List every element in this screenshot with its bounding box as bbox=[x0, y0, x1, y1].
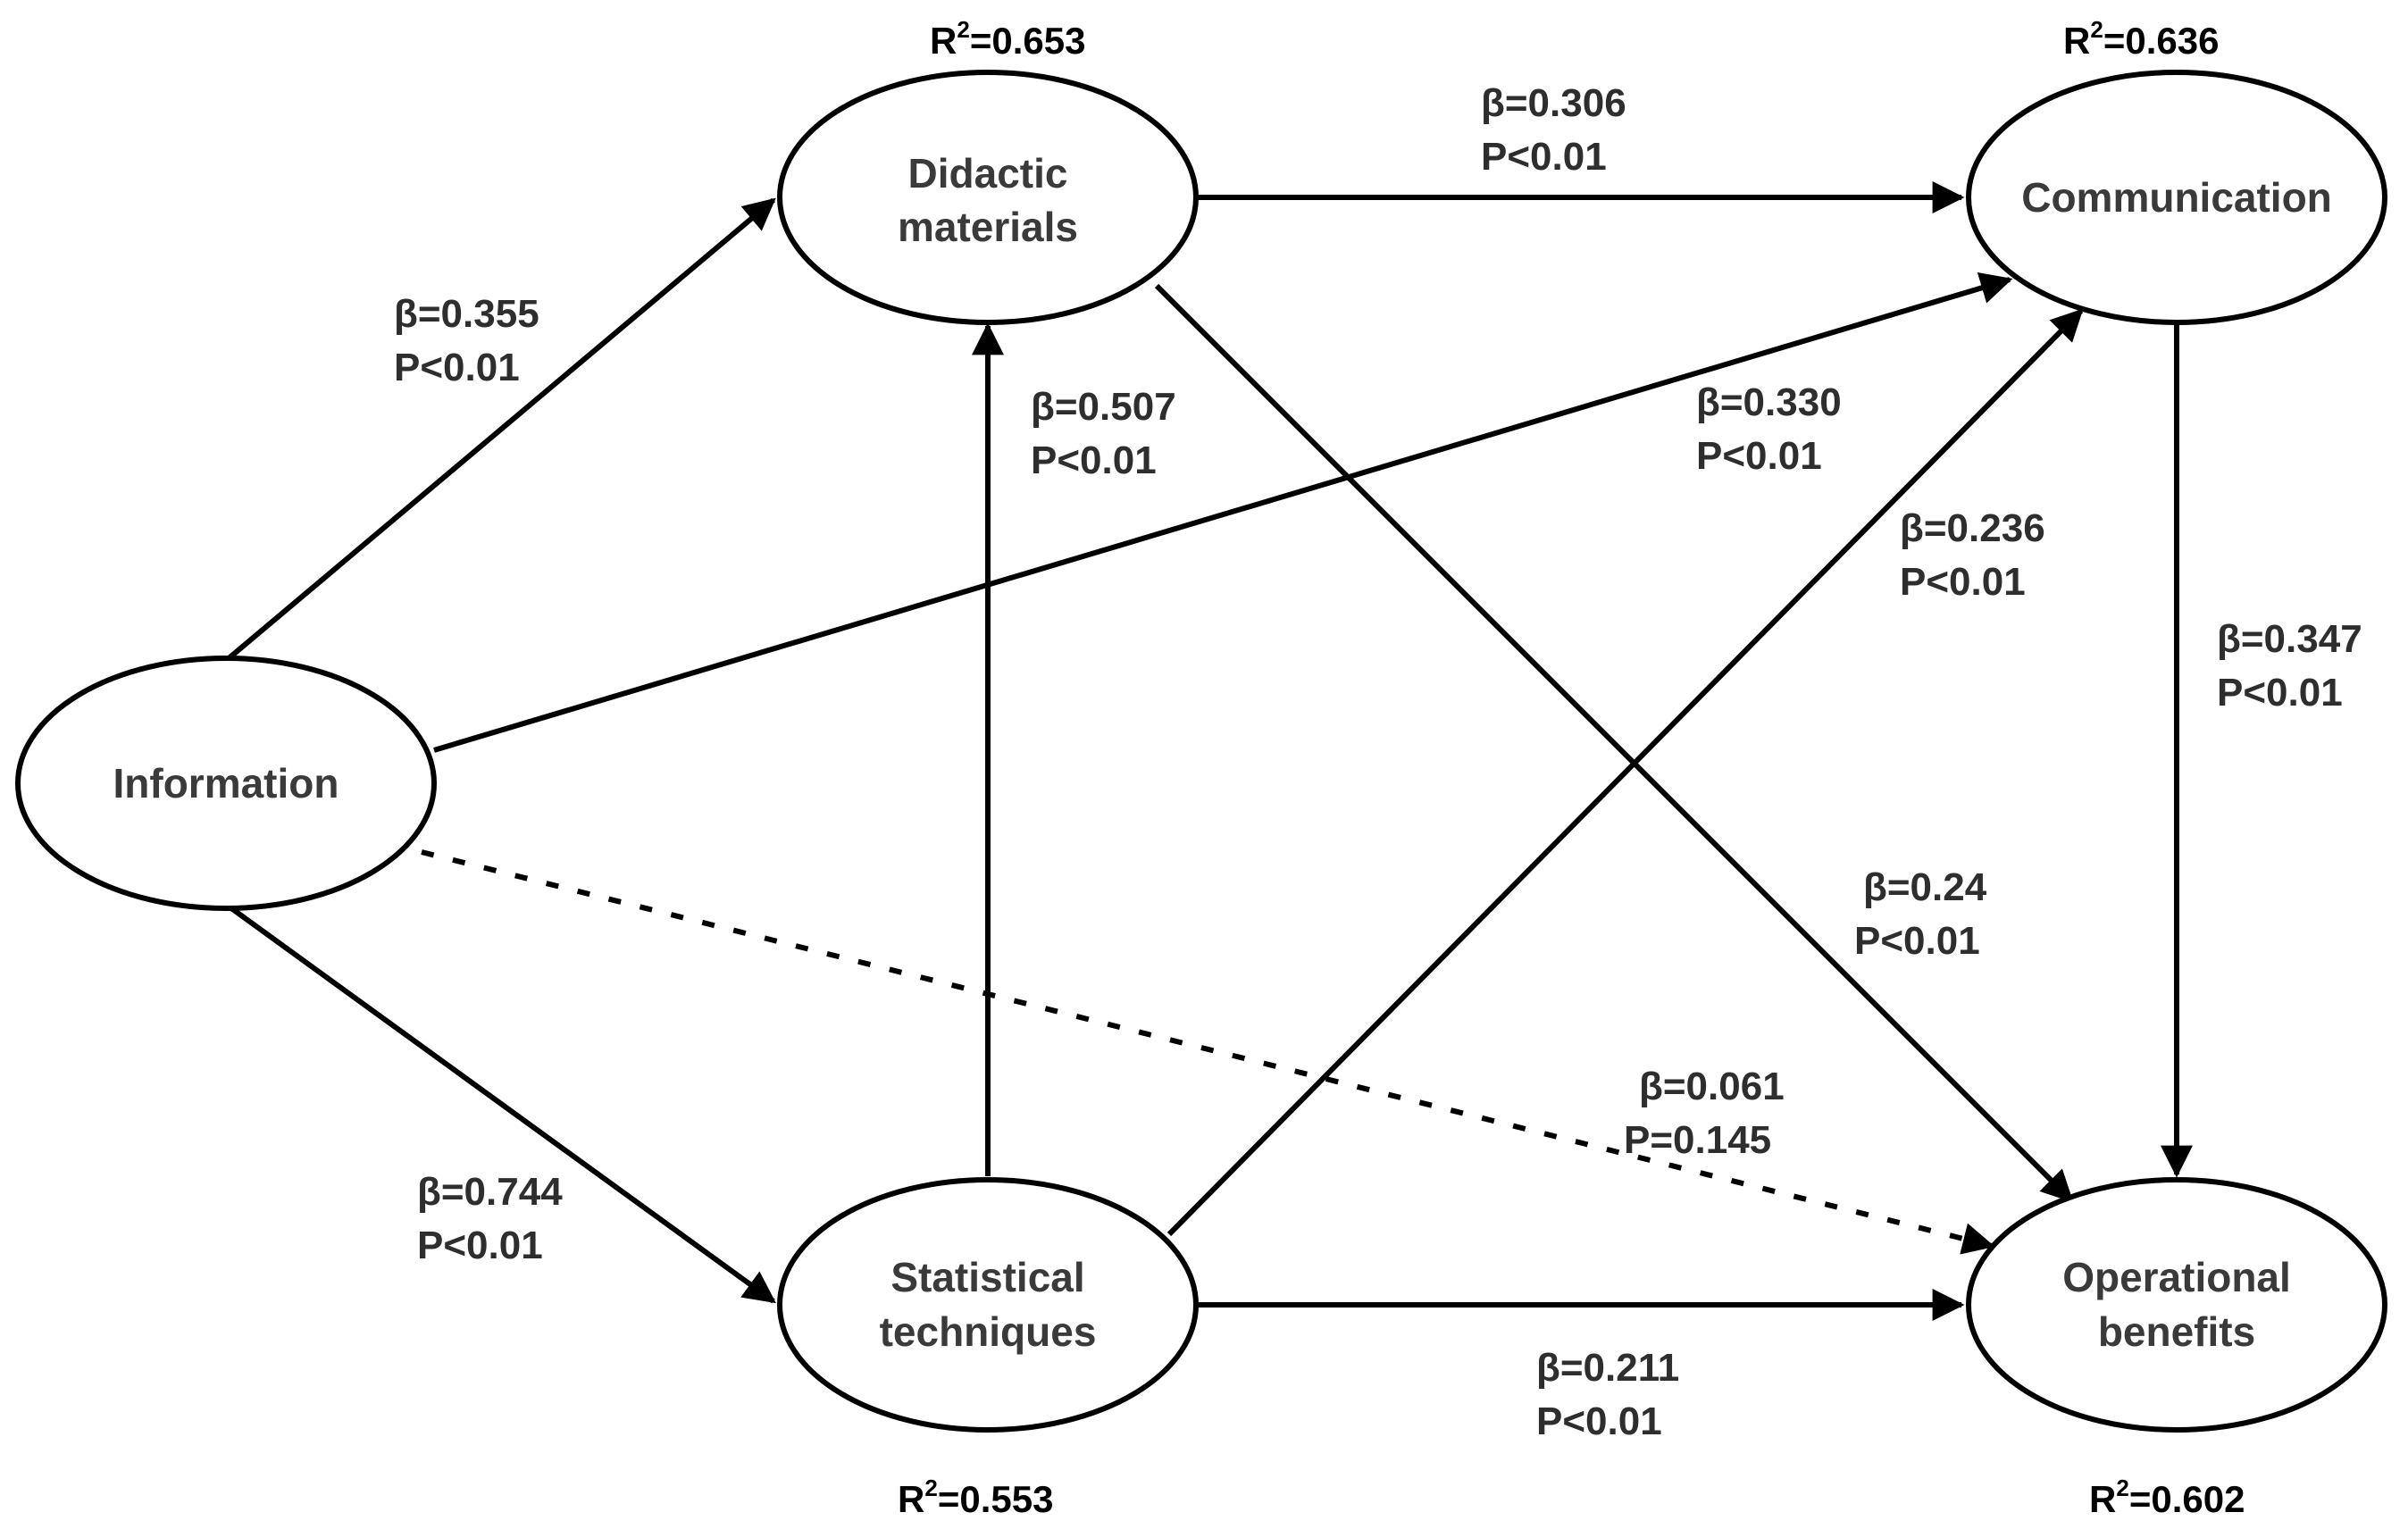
p-label: P<0.01 bbox=[1900, 560, 2026, 604]
path-label-information-operational: β=0.061 P=0.145 bbox=[1624, 1065, 1785, 1162]
p-label: P<0.01 bbox=[1031, 439, 1157, 482]
node-communication-shape bbox=[1966, 70, 2387, 325]
beta-label: β=0.347 bbox=[2217, 617, 2362, 661]
edge-information-statistical bbox=[230, 906, 776, 1304]
node-statistical-techniques-label-line2: techniques bbox=[880, 1308, 1097, 1355]
p-label: P<0.01 bbox=[1696, 434, 1822, 478]
path-label-statistical-communication: β=0.236 P<0.01 bbox=[1900, 506, 2045, 604]
p-label: P<0.01 bbox=[2217, 671, 2343, 714]
beta-label: β=0.236 bbox=[1900, 506, 2045, 550]
edge-information-operational bbox=[421, 849, 1995, 1255]
r2-statistical-techniques: R2=0.553 bbox=[898, 1475, 1053, 1520]
node-operational-benefits-label-line1: Operational bbox=[2062, 1254, 2291, 1300]
beta-label: β=0.24 bbox=[1863, 865, 1987, 909]
node-statistical-techniques-label-line1: Statistical bbox=[890, 1254, 1084, 1300]
node-operational-benefits-shape bbox=[1966, 1177, 2387, 1433]
edge-information-communication bbox=[433, 272, 2013, 753]
path-label-didactic-operational: β=0.24 P<0.01 bbox=[1854, 865, 1987, 963]
p-label: P<0.01 bbox=[1536, 1399, 1662, 1443]
path-label-information-didactic: β=0.355 P<0.01 bbox=[394, 292, 539, 389]
node-didactic-materials-label-line1: Didactic bbox=[908, 150, 1068, 196]
node-statistical-techniques: Statistical techniques bbox=[777, 1177, 1199, 1433]
node-didactic-materials-label-line2: materials bbox=[898, 204, 1078, 250]
beta-label: β=0.355 bbox=[394, 292, 539, 336]
r2-didactic-materials: R2=0.653 bbox=[930, 16, 1085, 62]
edge-didactic-operational bbox=[1154, 283, 2074, 1203]
beta-label: β=0.744 bbox=[417, 1170, 563, 1214]
beta-label: β=0.306 bbox=[1481, 81, 1626, 125]
node-didactic-materials-shape bbox=[777, 70, 1199, 325]
beta-label: β=0.211 bbox=[1536, 1346, 1679, 1390]
path-label-didactic-communication: β=0.306 P<0.01 bbox=[1481, 81, 1626, 179]
p-label: P=0.145 bbox=[1624, 1118, 1771, 1162]
node-operational-benefits-label-line2: benefits bbox=[2098, 1308, 2255, 1355]
node-didactic-materials: Didactic materials bbox=[777, 70, 1199, 325]
beta-label: β=0.507 bbox=[1031, 385, 1176, 429]
node-operational-benefits: Operational benefits bbox=[1966, 1177, 2387, 1433]
beta-label: β=0.330 bbox=[1696, 380, 1842, 424]
r2-communication: R2=0.636 bbox=[2063, 16, 2219, 62]
beta-label: β=0.061 bbox=[1639, 1065, 1785, 1108]
p-label: P<0.01 bbox=[1481, 135, 1607, 179]
path-label-statistical-operational: β=0.211 P<0.01 bbox=[1536, 1346, 1679, 1443]
r2-operational-benefits: R2=0.602 bbox=[2089, 1475, 2245, 1520]
p-label: P<0.01 bbox=[417, 1224, 543, 1267]
path-label-information-communication: β=0.330 P<0.01 bbox=[1696, 380, 1842, 478]
path-label-communication-operational: β=0.347 P<0.01 bbox=[2217, 617, 2362, 714]
edge-statistical-communication bbox=[1166, 308, 2084, 1237]
edges bbox=[226, 181, 2193, 1321]
path-label-information-statistical: β=0.744 P<0.01 bbox=[417, 1170, 563, 1267]
node-statistical-techniques-shape bbox=[777, 1177, 1199, 1433]
path-label-statistical-didactic: β=0.507 P<0.01 bbox=[1031, 385, 1176, 482]
p-label: P<0.01 bbox=[1854, 919, 1980, 963]
node-communication-label: Communication bbox=[2021, 174, 2332, 221]
node-information-shape bbox=[15, 656, 437, 911]
edge-information-didactic bbox=[226, 197, 776, 662]
p-label: P<0.01 bbox=[394, 346, 520, 389]
node-information-label: Information bbox=[113, 760, 339, 806]
node-information: Information bbox=[15, 656, 437, 911]
node-communication: Communication bbox=[1966, 70, 2387, 325]
